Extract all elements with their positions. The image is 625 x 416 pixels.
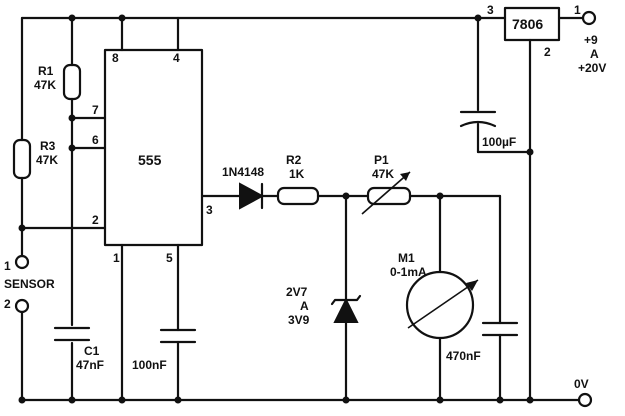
r3-name: R3 [40,139,56,153]
capacitor-470nf: 470nF [446,194,519,402]
junction-dots [18,14,534,404]
sensor-terminal-1[interactable] [14,254,30,270]
r2-value: 1K [289,167,305,181]
supply-line3: +20V [578,61,606,75]
threshold-discharge-wires [70,116,107,402]
ground-terminal[interactable] [577,392,593,408]
p1-value: 47K [372,167,394,181]
supply-terminal-group: +9 A +20V [578,10,606,75]
resistor-r1: R1 47K [34,63,82,120]
zener-line1: 2V7 [286,285,308,299]
ic-pin3-label: 3 [206,203,213,217]
regulator-pin2: 2 [544,45,551,59]
sensor-pin1-label: 1 [4,259,11,273]
meter-range: 0-1mA [390,265,427,279]
top-rail-wire [20,16,507,230]
sensor-terminal-2[interactable] [14,298,30,314]
supply-line1: +9 [584,33,598,47]
c1-value: 47nF [76,358,104,372]
capacitor-c1: C1 47nF [53,326,104,372]
zener-line3: 3V9 [288,313,310,327]
regulator-7806: 7806 3 1 2 [487,3,585,402]
c-470nf-value: 470nF [446,349,481,363]
resistor-r2 [276,186,320,206]
ic-555: 555 8 4 7 6 2 3 1 5 [92,48,213,265]
c1-name: C1 [84,344,100,358]
ic-pin8-label: 8 [112,51,119,65]
supply-terminal[interactable] [581,10,597,26]
diode-label: 1N4148 [222,165,264,179]
regulator-pin1: 1 [574,3,581,17]
capacitor-100uf: 100µF [459,110,532,154]
meter-m1: M1 0-1mA [390,194,479,402]
resistor-r3: R3 47K [12,138,58,180]
r1-name: R1 [38,64,54,78]
regulator-pin3: 3 [487,3,494,17]
ic-pin5-label: 5 [166,251,173,265]
zener-diode: 2V7 A 3V9 [286,194,362,402]
regulator-name: 7806 [512,16,543,32]
c-100nf-value: 100nF [132,358,167,372]
p1-name: P1 [374,153,389,167]
output-path: 1N4148 R2 1K [200,153,370,210]
capacitor-100nf: 100nF [132,243,197,402]
diode-1n4148-symbol [239,182,265,210]
ground-terminal-group: 0V [574,377,593,408]
ground-rail-wire [20,310,580,402]
supply-line2: A [590,47,599,61]
sensor-terminals: 1 SENSOR 2 [4,226,55,314]
ic-pin7-label: 7 [92,103,99,117]
sensor-label: SENSOR [4,277,55,291]
r3-value: 47K [36,153,58,167]
ic-pin4-label: 4 [173,51,180,65]
ic-555-label: 555 [138,152,162,168]
r1-value: 47K [34,78,56,92]
potentiometer-p1: P1 47K [361,153,502,215]
r2-name: R2 [286,153,302,167]
ic-pin6-label: 6 [92,133,99,147]
sensor-pin2-label: 2 [4,297,11,311]
ic-pin1-label: 1 [113,251,120,265]
c-100uf-value: 100µF [482,135,516,149]
ground-label: 0V [574,377,589,391]
zener-line2: A [300,299,309,313]
meter-name: M1 [398,251,415,265]
ic-pin2-label: 2 [92,213,99,227]
